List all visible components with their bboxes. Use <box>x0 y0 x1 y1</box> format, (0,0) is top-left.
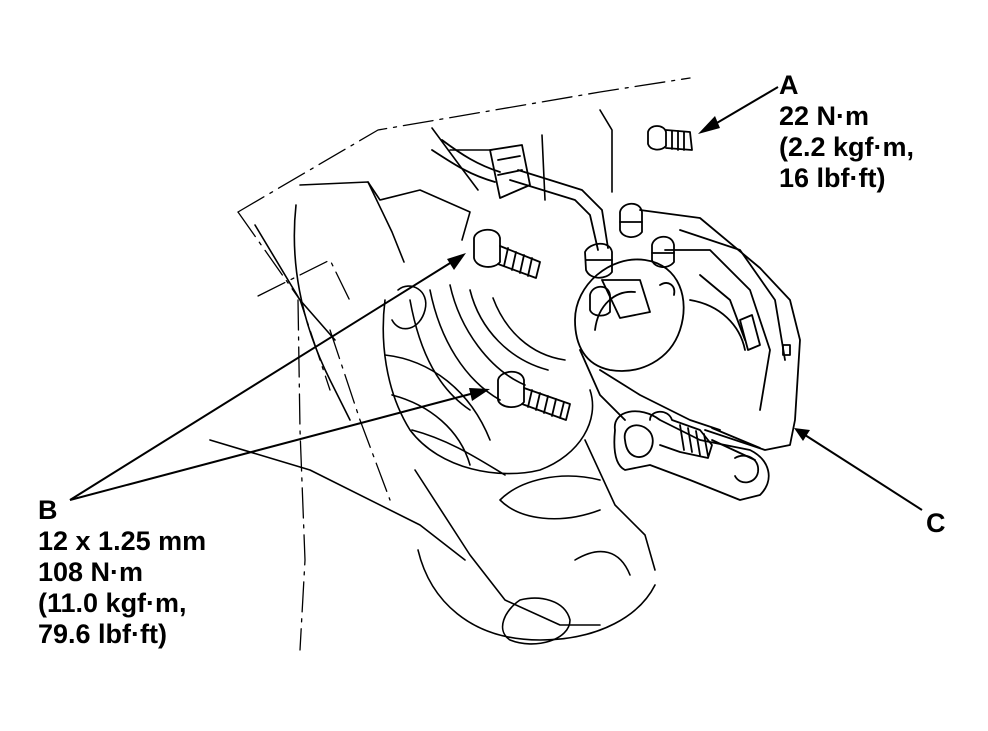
callout-a: A 22 N·m (2.2 kgf·m, 16 lbf·ft) <box>779 70 914 194</box>
leader-lines <box>69 86 923 511</box>
callout-a-torque: 22 N·m <box>779 101 870 131</box>
callout-c: C <box>926 508 946 539</box>
brake-line <box>431 139 613 279</box>
arrowhead-c <box>794 428 810 441</box>
callout-b-letter: B <box>38 495 58 525</box>
knuckle-outline <box>209 109 656 645</box>
callout-b-torque: 108 N·m <box>38 557 144 587</box>
callout-b: B 12 x 1.25 mm 108 N·m (11.0 kgf·m, 79.6… <box>38 495 206 650</box>
arrowhead-a <box>698 116 720 134</box>
callout-a-letter: A <box>779 70 799 100</box>
callout-a-lbf: 16 lbf·ft) <box>779 163 886 193</box>
arrowhead-b-upper <box>447 253 466 270</box>
callout-a-kgf: (2.2 kgf·m, <box>779 132 915 162</box>
callout-b-kgf: (11.0 kgf·m, <box>38 588 187 618</box>
bleeder-screws <box>589 202 675 317</box>
callout-b-lbf: 79.6 lbf·ft) <box>38 619 168 649</box>
cv-boot <box>382 284 594 476</box>
body-outline <box>237 77 691 651</box>
arrowhead-b-lower <box>469 388 490 401</box>
callout-c-letter: C <box>926 508 946 538</box>
callout-b-size: 12 x 1.25 mm <box>38 526 207 556</box>
bolt-b-upper <box>473 228 541 279</box>
arrowheads <box>447 116 810 441</box>
caliper-bracket <box>613 410 770 501</box>
caliper-body <box>574 209 801 451</box>
bolt-a <box>647 125 693 151</box>
bolt-b-lower <box>497 370 571 421</box>
